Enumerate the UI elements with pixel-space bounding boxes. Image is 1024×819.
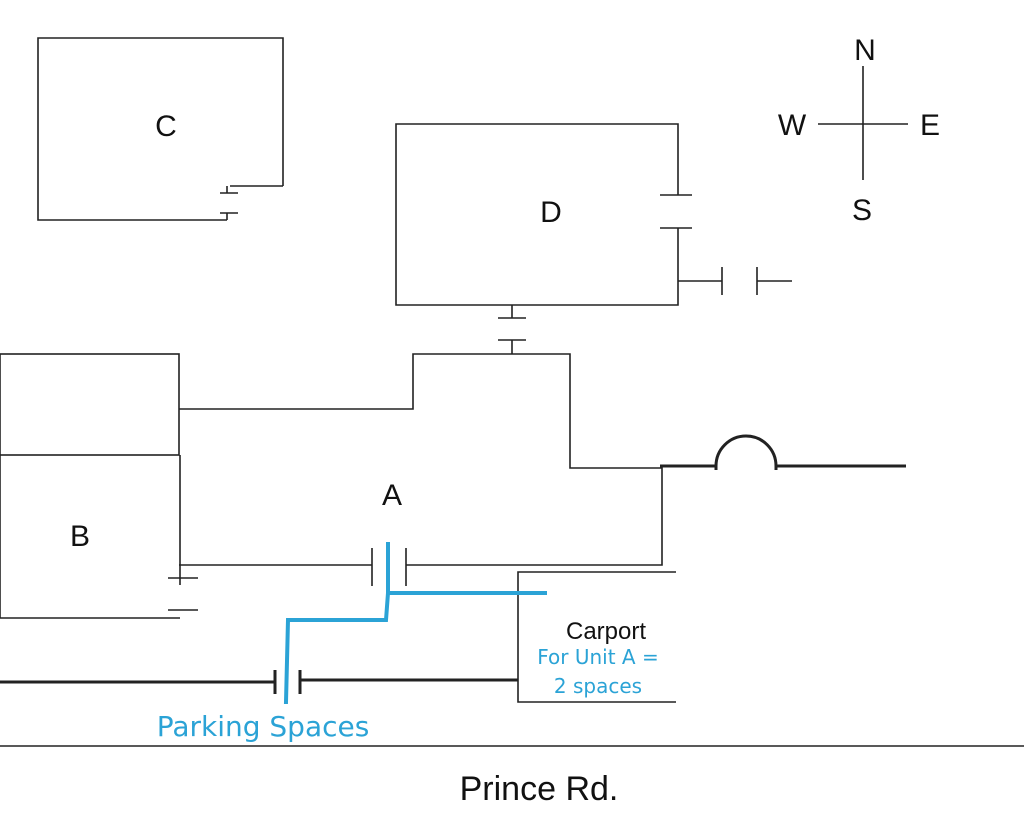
carport-title: Carport	[566, 618, 646, 645]
unit-a-outline	[179, 353, 663, 566]
unit-b-label: B	[70, 520, 90, 553]
unit-d-label: D	[540, 196, 562, 229]
unit-d-south-door	[498, 305, 526, 354]
unit-b-outline	[0, 455, 180, 619]
parking-path-line	[386, 542, 547, 595]
unit-a: A	[179, 353, 663, 586]
carport-note-line2: 2 spaces	[554, 674, 642, 698]
road-label: Prince Rd.	[460, 770, 619, 808]
unit-a-front-door	[371, 548, 407, 586]
unit-b: B	[0, 353, 198, 619]
carport-outline	[517, 571, 676, 703]
compass-west: W	[778, 109, 807, 142]
compass-south: S	[852, 194, 872, 227]
driveway-line	[0, 670, 518, 694]
unit-c-door	[220, 186, 238, 220]
east-wall-arch	[660, 434, 906, 470]
unit-c: C	[37, 37, 284, 221]
unit-d-side-door	[678, 267, 792, 295]
unit-d: D	[395, 123, 792, 354]
compass-north: N	[854, 34, 876, 67]
road: Prince Rd.	[0, 745, 1024, 808]
parking-annotation: Parking Spaces	[157, 542, 547, 743]
unit-b-door	[168, 577, 198, 611]
compass: N S E W	[778, 34, 940, 227]
compass-east: E	[920, 109, 940, 142]
unit-d-outline	[395, 123, 679, 306]
carport-note-line1: For Unit A =	[537, 645, 658, 669]
carport: Carport For Unit A = 2 spaces	[517, 571, 676, 703]
unit-c-label: C	[155, 110, 177, 143]
unit-d-east-door	[660, 194, 692, 229]
unit-a-label: A	[382, 479, 402, 512]
unit-c-outline	[37, 37, 284, 221]
parking-spaces-label: Parking Spaces	[157, 710, 370, 743]
unit-b-upper-block	[0, 353, 180, 456]
